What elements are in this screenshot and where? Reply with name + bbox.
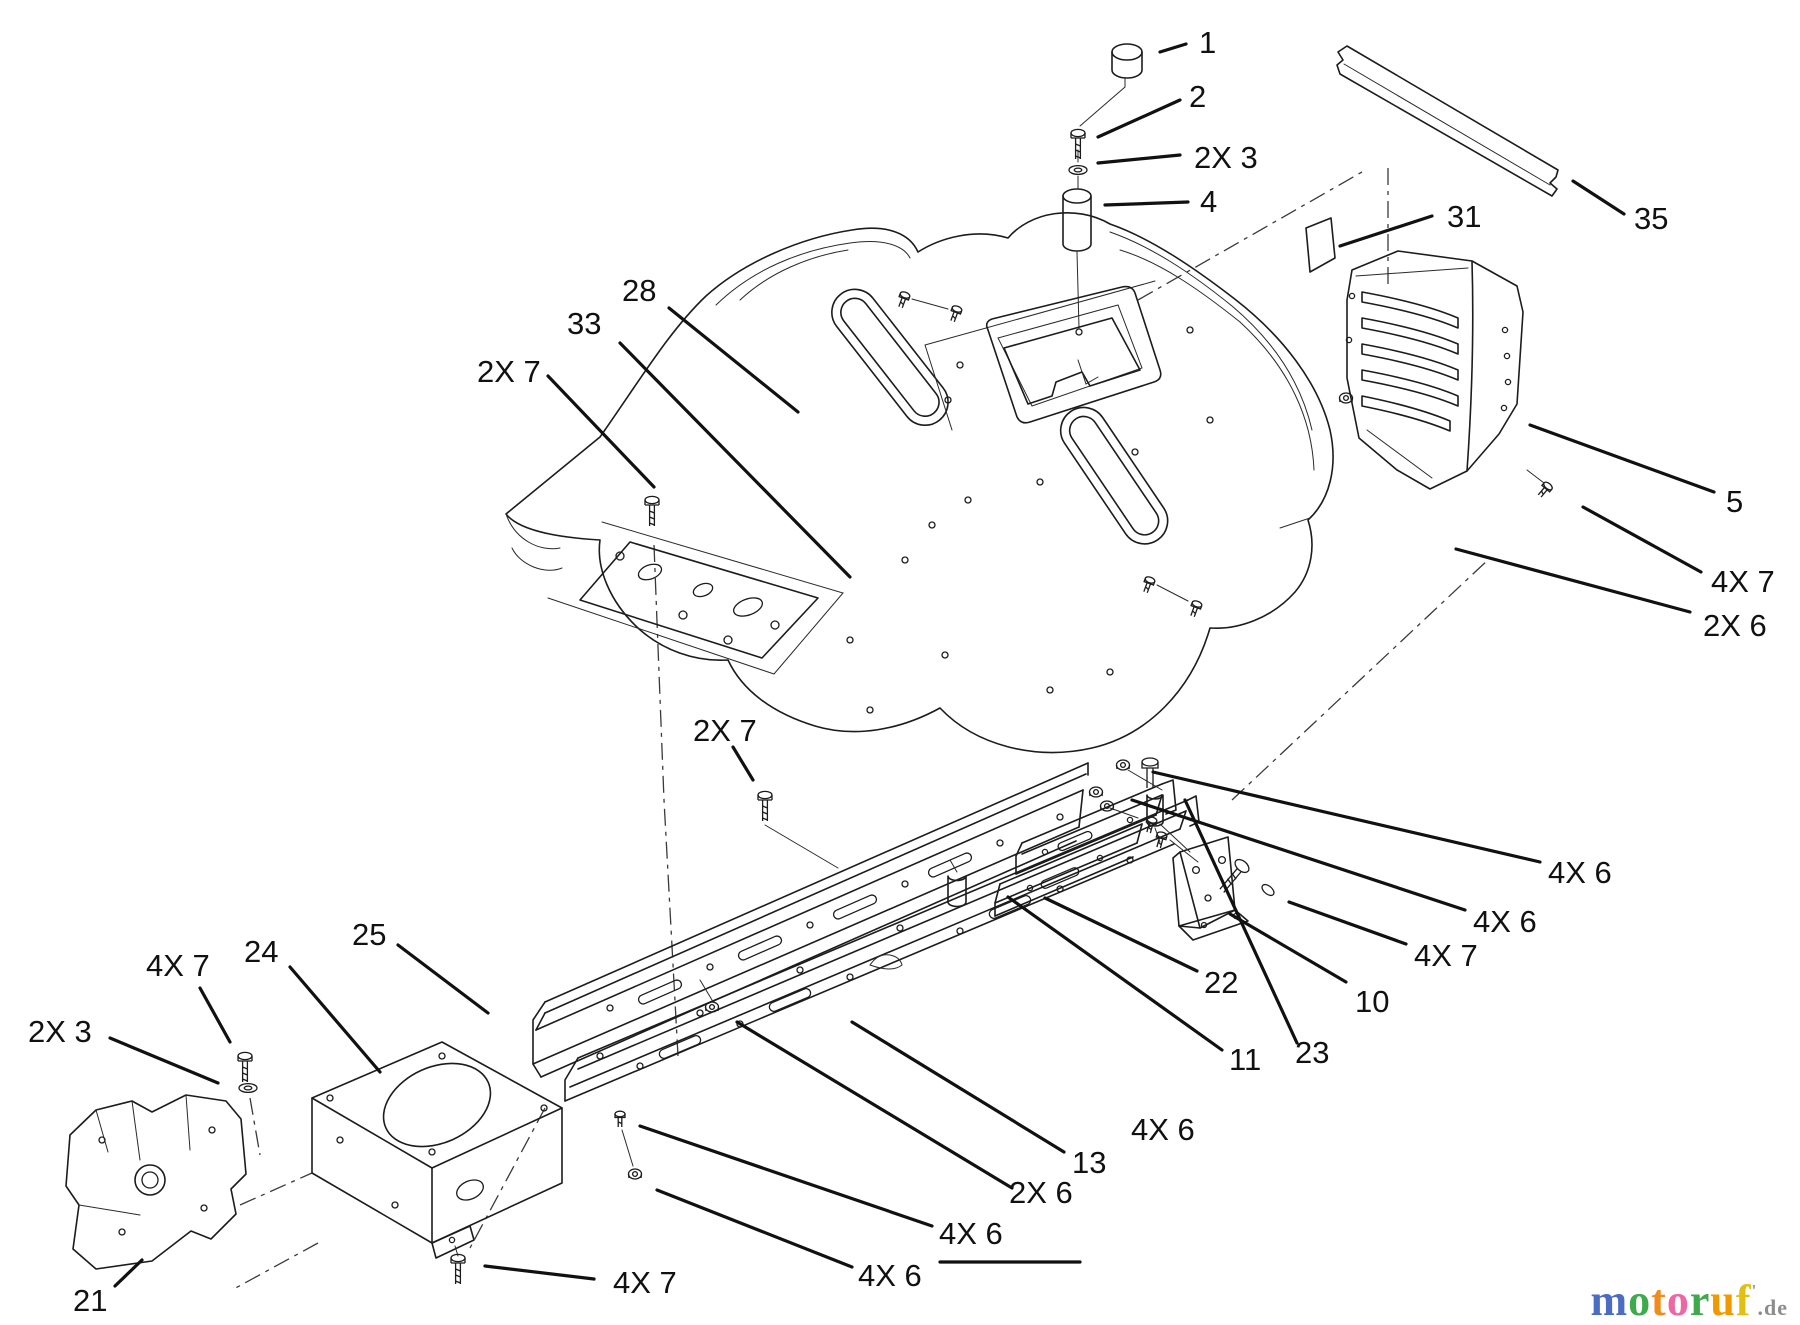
leader-line [1528,423,1716,494]
callout-label: 2X 6 [1009,1175,1073,1210]
bracket-part-10 [1143,815,1275,941]
leader-line [546,374,656,489]
leader-line [1158,42,1188,54]
box-screw [450,1253,466,1285]
leader-line [1006,895,1224,1052]
leader-line [288,965,382,1074]
logo-letter: r [1689,1276,1711,1325]
callout-label: 4 [1200,184,1217,219]
callout-label: 24 [244,934,278,969]
leader-line [618,341,852,579]
leader-line [1043,896,1199,973]
leader-line [1151,770,1542,864]
callout-label: 13 [1072,1145,1106,1180]
callout-label: 4X 6 [939,1216,1003,1251]
callout-label: 2X 3 [1194,140,1258,175]
logo-letter: u [1710,1276,1736,1325]
callout-label: 4X 7 [1711,564,1775,599]
callout-label: 4X 7 [146,948,210,983]
callout-label: 2X 7 [693,713,757,748]
left-screw-washer [237,1051,258,1094]
leader-line [113,1258,144,1288]
leader-line [396,943,490,1015]
leader-line [1183,798,1299,1045]
frame-rail-part-25 [532,762,1089,1078]
grille-screw [1535,479,1555,500]
callout-label: 1 [1199,25,1216,60]
logo-letter: o [1666,1276,1690,1325]
leader-line [1096,98,1182,139]
leader-line [1581,505,1703,574]
motoruf-logo[interactable]: motoruf'.de [1591,1279,1789,1323]
phantom-alignment-lines [231,168,1491,1291]
leader-line [483,1264,596,1281]
callout-label: 25 [352,917,386,952]
callout-label: 4X 6 [1548,855,1612,890]
leader-line [1096,153,1182,165]
callout-label: 4X 6 [858,1258,922,1293]
leader-line [1287,900,1408,946]
callout-label: 23 [1295,1035,1329,1070]
leader-line [198,986,232,1044]
leader-line [667,306,800,414]
leader-line [1454,547,1692,614]
logo-letter: o [1628,1276,1652,1325]
callout-label: 35 [1634,201,1668,236]
bracket-part-21 [65,1094,247,1270]
screw-part-2 [1070,128,1086,163]
grille-panel-part-5 [1338,250,1555,500]
callout-label: 10 [1355,984,1389,1019]
callout-label: 5 [1726,484,1743,519]
callout-label: 2X 3 [28,1014,92,1049]
bolt-spacer-part-22 [947,757,1164,908]
leader-line [1228,912,1348,984]
leader-line [1338,214,1434,248]
body-mount-screws [644,495,839,869]
callout-label: 4X 7 [1414,938,1478,973]
callout-label: 4X 6 [1473,904,1537,939]
callout-label: 2X 6 [1703,608,1767,643]
callout-label: 31 [1447,199,1481,234]
callout-layer: 1 2 2X 3 4 35 31 5 4X 7 2X 6 28 33 2X 7 2X 7 25 24 4X 7… [28,25,1775,1318]
frame-nuts [614,759,1163,1180]
callout-label: 28 [622,273,656,308]
logo-letter: t [1651,1276,1667,1325]
callout-label: 2 [1189,79,1206,114]
leader-line [638,1124,934,1228]
callout-label: 33 [567,306,601,341]
leader-line [731,745,755,782]
logo-tick: ' [1751,1281,1758,1301]
leader-line [1103,200,1190,207]
box-plate-part-24 [311,1041,563,1285]
callout-label: 4X 7 [613,1265,677,1300]
frame-rail-part-13 [564,795,1200,1102]
leader-line [655,1188,854,1269]
logo-letter: f [1735,1276,1752,1325]
logo-letter: m [1590,1276,1629,1325]
fuel-cap-part-1 [1079,43,1143,127]
leader-line [735,1020,1014,1190]
bracket-screw-long [1219,858,1275,897]
callout-label: 4X 6 [1131,1112,1195,1147]
callout-label: 22 [1204,965,1238,1000]
callout-label: 11 [1229,1042,1261,1077]
support-rail-part-35 [1336,45,1559,197]
callout-label: 2X 7 [477,354,541,389]
leader-line [850,1020,1066,1154]
logo-suffix: .de [1757,1295,1788,1320]
leader-line [1130,798,1467,912]
body-shell-part-28 [505,212,1334,754]
callout-label: 21 [73,1283,107,1318]
plate-part-31 [1305,217,1336,273]
leader-line [108,1036,220,1085]
leader-line [1571,179,1626,216]
washer-part-3 [1068,164,1088,189]
cross-channel-part-11 [994,823,1143,917]
